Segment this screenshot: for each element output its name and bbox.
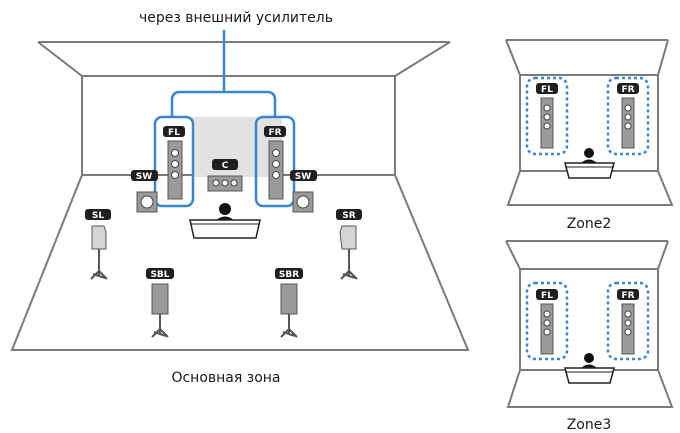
zone3-listener-sofa (564, 353, 615, 384)
main-zone-room (10, 41, 470, 351)
speaker-sl: SL (85, 209, 111, 280)
speaker-sw-right: SW (290, 170, 317, 213)
zone2-label: Zone2 (567, 216, 612, 232)
amp-wiring (170, 30, 277, 117)
zone2-listener-sofa (564, 148, 615, 179)
speaker-fr-label: FR (268, 128, 281, 138)
zone2-speaker-fl: FL (525, 76, 569, 156)
zone3-speaker-fr: FR (606, 281, 650, 361)
zone2-speaker-fr: FR (606, 76, 650, 156)
speaker-sw-left-label: SW (136, 172, 152, 182)
zone2-speaker-fl-label: FL (541, 85, 553, 95)
zone3-speaker-fr-label: FR (621, 291, 634, 301)
listener-sofa (189, 203, 261, 239)
speaker-sr-label: SR (342, 211, 355, 221)
speaker-sbl: SBL (146, 268, 174, 338)
zone3-speaker-fl: FL (525, 281, 569, 361)
speaker-sbr-label: SBR (279, 270, 299, 280)
zone3-speaker-fl-label: FL (541, 291, 553, 301)
speaker-sl-label: SL (92, 211, 104, 221)
speaker-c: C (207, 159, 243, 192)
speaker-sw-left: SW (131, 170, 158, 213)
speaker-sbl-label: SBL (150, 270, 169, 280)
main-zone-label: Основная зона (171, 370, 280, 386)
speaker-fr: FR (254, 115, 296, 208)
zone2-speaker-fr-label: FR (621, 85, 634, 95)
speaker-fl: FL (153, 115, 195, 208)
speaker-sr: SR (336, 209, 362, 280)
speaker-c-label: C (222, 161, 229, 171)
speaker-fl-label: FL (168, 128, 180, 138)
speaker-sw-right-label: SW (295, 172, 311, 182)
external-amp-label: через внешний усилитель (139, 10, 333, 26)
zone3-room: FL FR (505, 240, 674, 408)
speaker-sbr: SBR (275, 268, 303, 338)
zone3-label: Zone3 (567, 417, 612, 433)
zone2-room: FL FR (505, 39, 674, 206)
